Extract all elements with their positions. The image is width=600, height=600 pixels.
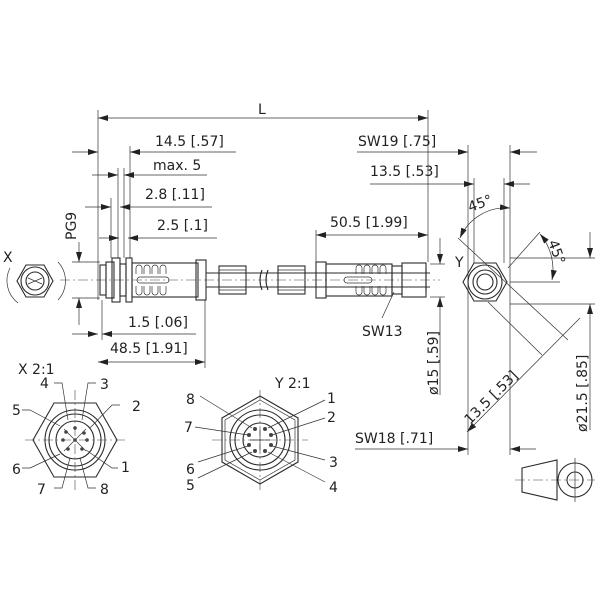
dim-max5-label: max. 5: [153, 158, 201, 174]
dim-13-5-diag-label: 13.5 [.53]: [462, 368, 522, 428]
dimension-dia21-5: ø21.5 [.85]: [510, 232, 595, 432]
connector-y-end-view: 45° 45° Y: [454, 145, 569, 455]
y-pin-1: 1: [327, 391, 336, 407]
dimension-sw19: SW19 [.75]: [357, 134, 537, 155]
sw13-label: SW13: [362, 324, 403, 340]
dim-14-5-label: 14.5 [.57]: [155, 134, 224, 150]
x-pin-3: 3: [100, 377, 109, 393]
sw13-callout: SW13: [362, 291, 403, 340]
x-view-label: X: [3, 250, 13, 266]
x-pin-7: 7: [37, 482, 46, 498]
dimension-50-5: 50.5 [1.99]: [315, 215, 428, 262]
dimension-2-5: 2.5 [.1]: [99, 218, 217, 241]
x-pin-6: 6: [12, 462, 21, 478]
angle2-label: 45°: [544, 238, 568, 267]
y-pin-8: 8: [186, 392, 195, 408]
projection-symbol-icon: [515, 458, 595, 502]
thread-label: PG9: [64, 212, 80, 240]
connector-side-view: [60, 257, 440, 303]
dimension-1-5: 1.5 [.06]: [72, 300, 196, 340]
x-pin-2: 2: [132, 399, 141, 415]
connector-x-end-view: X: [3, 250, 66, 304]
dimension-sw18: SW18 [.71]: [355, 431, 536, 452]
y-pin-6: 6: [186, 462, 195, 478]
y-detail-view: Y 2:1 1 2 3 4 5 6 7 8: [184, 376, 338, 496]
sw19-label: SW19 [.75]: [358, 134, 436, 150]
x-pin-4: 4: [40, 376, 49, 392]
y-detail-label: Y 2:1: [274, 376, 311, 392]
dimension-2-8: 2.8 [.11]: [85, 187, 212, 258]
x-detail-label: X 2:1: [18, 362, 55, 378]
dim-2-8-label: 2.8 [.11]: [145, 187, 205, 203]
dim-48-5-label: 48.5 [1.91]: [110, 341, 188, 357]
dimension-pg9: PG9: [64, 212, 100, 325]
dim-50-5-label: 50.5 [1.99]: [330, 215, 408, 231]
y-view-label: Y: [454, 255, 464, 271]
dia21-5-label: ø21.5 [.85]: [575, 355, 591, 432]
sw18-label: SW18 [.71]: [355, 431, 433, 447]
x-pin-1: 1: [121, 460, 130, 476]
dia15-label: ø15 [.59]: [426, 331, 442, 395]
x-pin-8: 8: [100, 482, 109, 498]
dimension-dia15: ø15 [.59]: [426, 238, 445, 395]
y-pin-3: 3: [329, 455, 338, 471]
dim-1-5-label: 1.5 [.06]: [128, 315, 188, 331]
y-pin-7: 7: [184, 420, 193, 436]
y-pin-5: 5: [186, 478, 195, 494]
angle1-label: 45°: [466, 192, 495, 216]
y-pin-4: 4: [329, 480, 338, 496]
dimension-max5: max. 5: [92, 158, 207, 258]
dimension-13-5-top: 13.5 [.53]: [370, 164, 530, 263]
dimension-length: L: [97, 102, 429, 300]
dim-13-5-top-label: 13.5 [.53]: [370, 164, 439, 180]
x-pin-5: 5: [12, 403, 21, 419]
dim-2-5-label: 2.5 [.1]: [157, 218, 208, 234]
dimension-14-5: 14.5 [.57]: [72, 134, 236, 258]
length-label: L: [258, 102, 266, 118]
y-pin-2: 2: [327, 410, 336, 426]
x-detail-view: X 2:1 1 2 3 4 5 6 7 8: [12, 362, 141, 498]
dimension-48-5: 48.5 [1.91]: [98, 300, 206, 368]
